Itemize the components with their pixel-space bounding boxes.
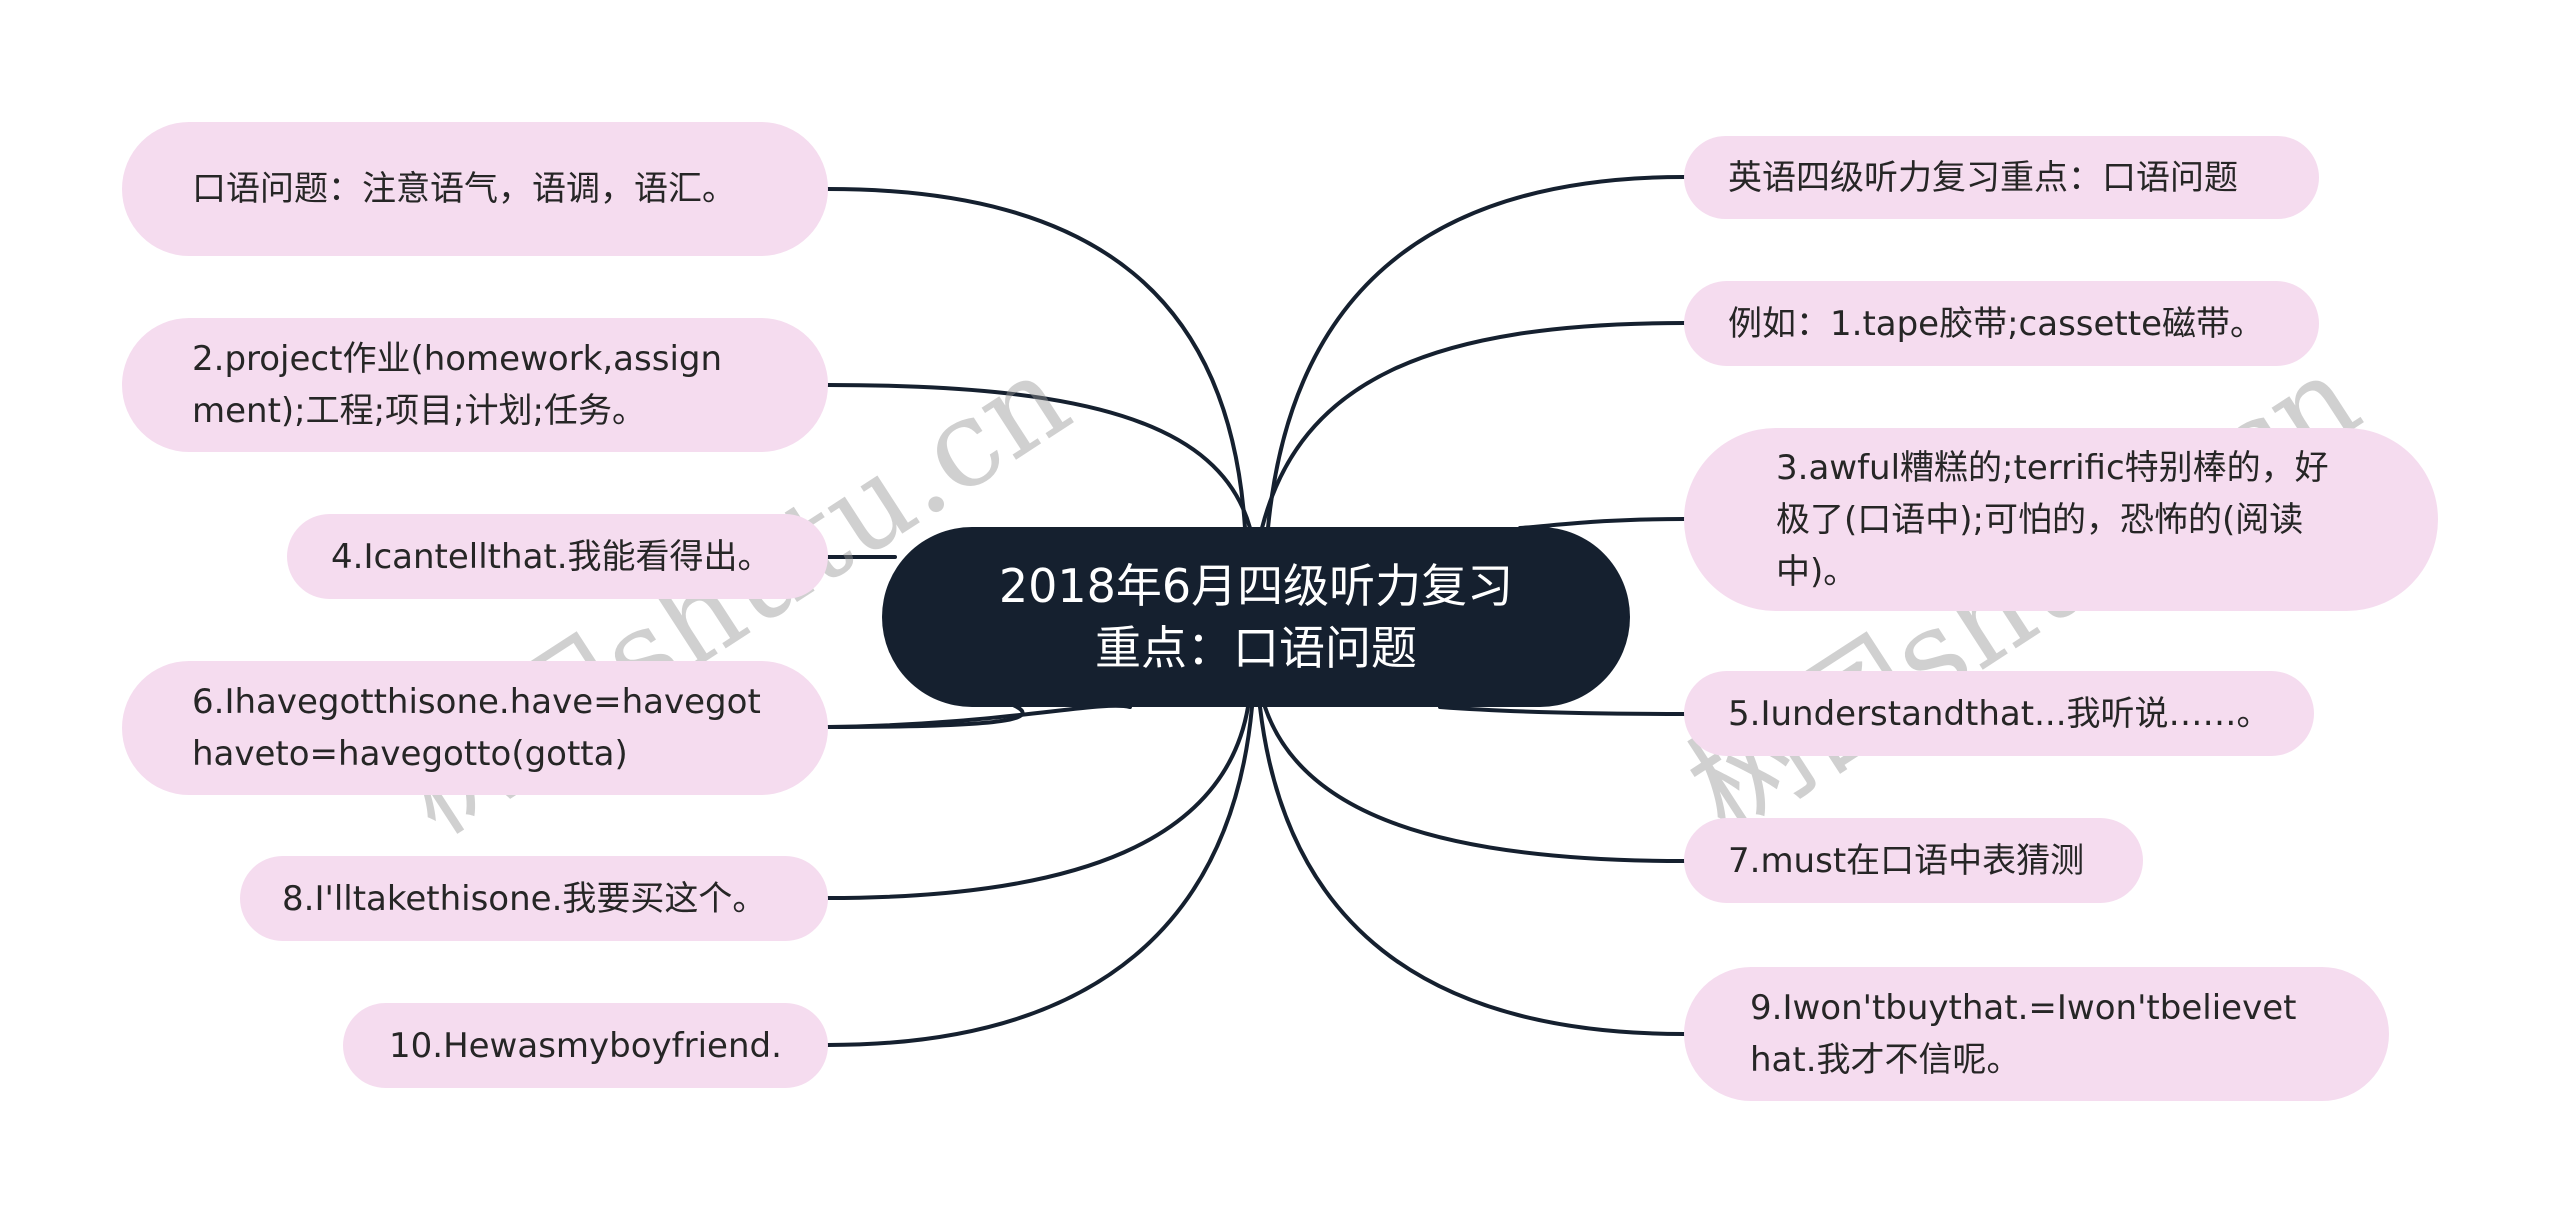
topic-text: 英语四级听力复习重点：口语问题	[1728, 157, 2238, 198]
topic-text: 口语问题：注意语气，语调，语汇。	[192, 169, 736, 209]
topic-text: 例如：1.tape胶带;cassette磁带。	[1728, 303, 2265, 344]
topic-node-left-6[interactable]: 10.Hewasmyboyfriend.	[343, 1003, 828, 1088]
central-topic-line2: 重点：口语问题	[1095, 621, 1417, 675]
topic-text: 3.awful糟糕的;terrific特别棒的，好极了(口语中);可怕的，恐怖的…	[1776, 447, 2329, 592]
connector-right-4	[1438, 705, 1686, 716]
topic-text: 5.Iunderstandthat...我听说……。	[1728, 693, 2271, 734]
topic-text: 2.project作业(homework,assignment);工程;项目;计…	[192, 339, 723, 431]
topic-text: 4.Icantellthat.我能看得出。	[331, 536, 772, 577]
topic-node-right-6[interactable]: 9.Iwon'tbuythat.=Iwon'tbelievethat.我才不信呢…	[1684, 967, 2389, 1101]
topic-text: 7.must在口语中表猜测	[1728, 840, 2085, 881]
topic-text: 8.I'lltakethisone.我要买这个。	[282, 878, 767, 919]
connector-left-6	[826, 705, 1254, 1047]
connector-right-6	[1258, 705, 1686, 1036]
connector-left-2	[826, 383, 1252, 530]
topic-node-right-3[interactable]: 3.awful糟糕的;terrific特别棒的，好极了(口语中);可怕的，恐怖的…	[1684, 428, 2438, 611]
connector-right-1	[1266, 175, 1686, 530]
central-topic[interactable]: 2018年6月四级听力复习 重点：口语问题	[882, 527, 1630, 707]
connector-right-3	[1518, 517, 1686, 530]
topic-node-right-2[interactable]: 例如：1.tape胶带;cassette磁带。	[1684, 281, 2319, 366]
topic-text: 10.Hewasmyboyfriend.	[389, 1025, 782, 1066]
connector-left-1	[826, 187, 1247, 530]
topic-text: 9.Iwon'tbuythat.=Iwon'tbelievethat.我才不信呢…	[1750, 988, 2297, 1080]
connector-right-2	[1260, 321, 1686, 530]
topic-node-left-3[interactable]: 4.Icantellthat.我能看得出。	[287, 514, 828, 599]
topic-node-right-4[interactable]: 5.Iunderstandthat...我听说……。	[1684, 671, 2314, 756]
topic-node-left-1[interactable]: 口语问题：注意语气，语调，语汇。	[122, 122, 828, 256]
topic-node-left-5[interactable]: 8.I'lltakethisone.我要买这个。	[240, 856, 828, 941]
topic-node-left-2[interactable]: 2.project作业(homework,assignment);工程;项目;计…	[122, 318, 828, 452]
topic-node-left-4[interactable]: 6.Ihavegotthisone.have=havegothaveto=hav…	[122, 661, 828, 795]
connector-left-5	[826, 705, 1250, 900]
connector-right-5	[1263, 705, 1686, 863]
topic-text: 6.Ihavegotthisone.have=havegothaveto=hav…	[192, 682, 761, 774]
central-topic-line1: 2018年6月四级听力复习	[998, 559, 1514, 613]
topic-node-right-5[interactable]: 7.must在口语中表猜测	[1684, 818, 2143, 903]
topic-node-right-1[interactable]: 英语四级听力复习重点：口语问题	[1684, 136, 2319, 219]
